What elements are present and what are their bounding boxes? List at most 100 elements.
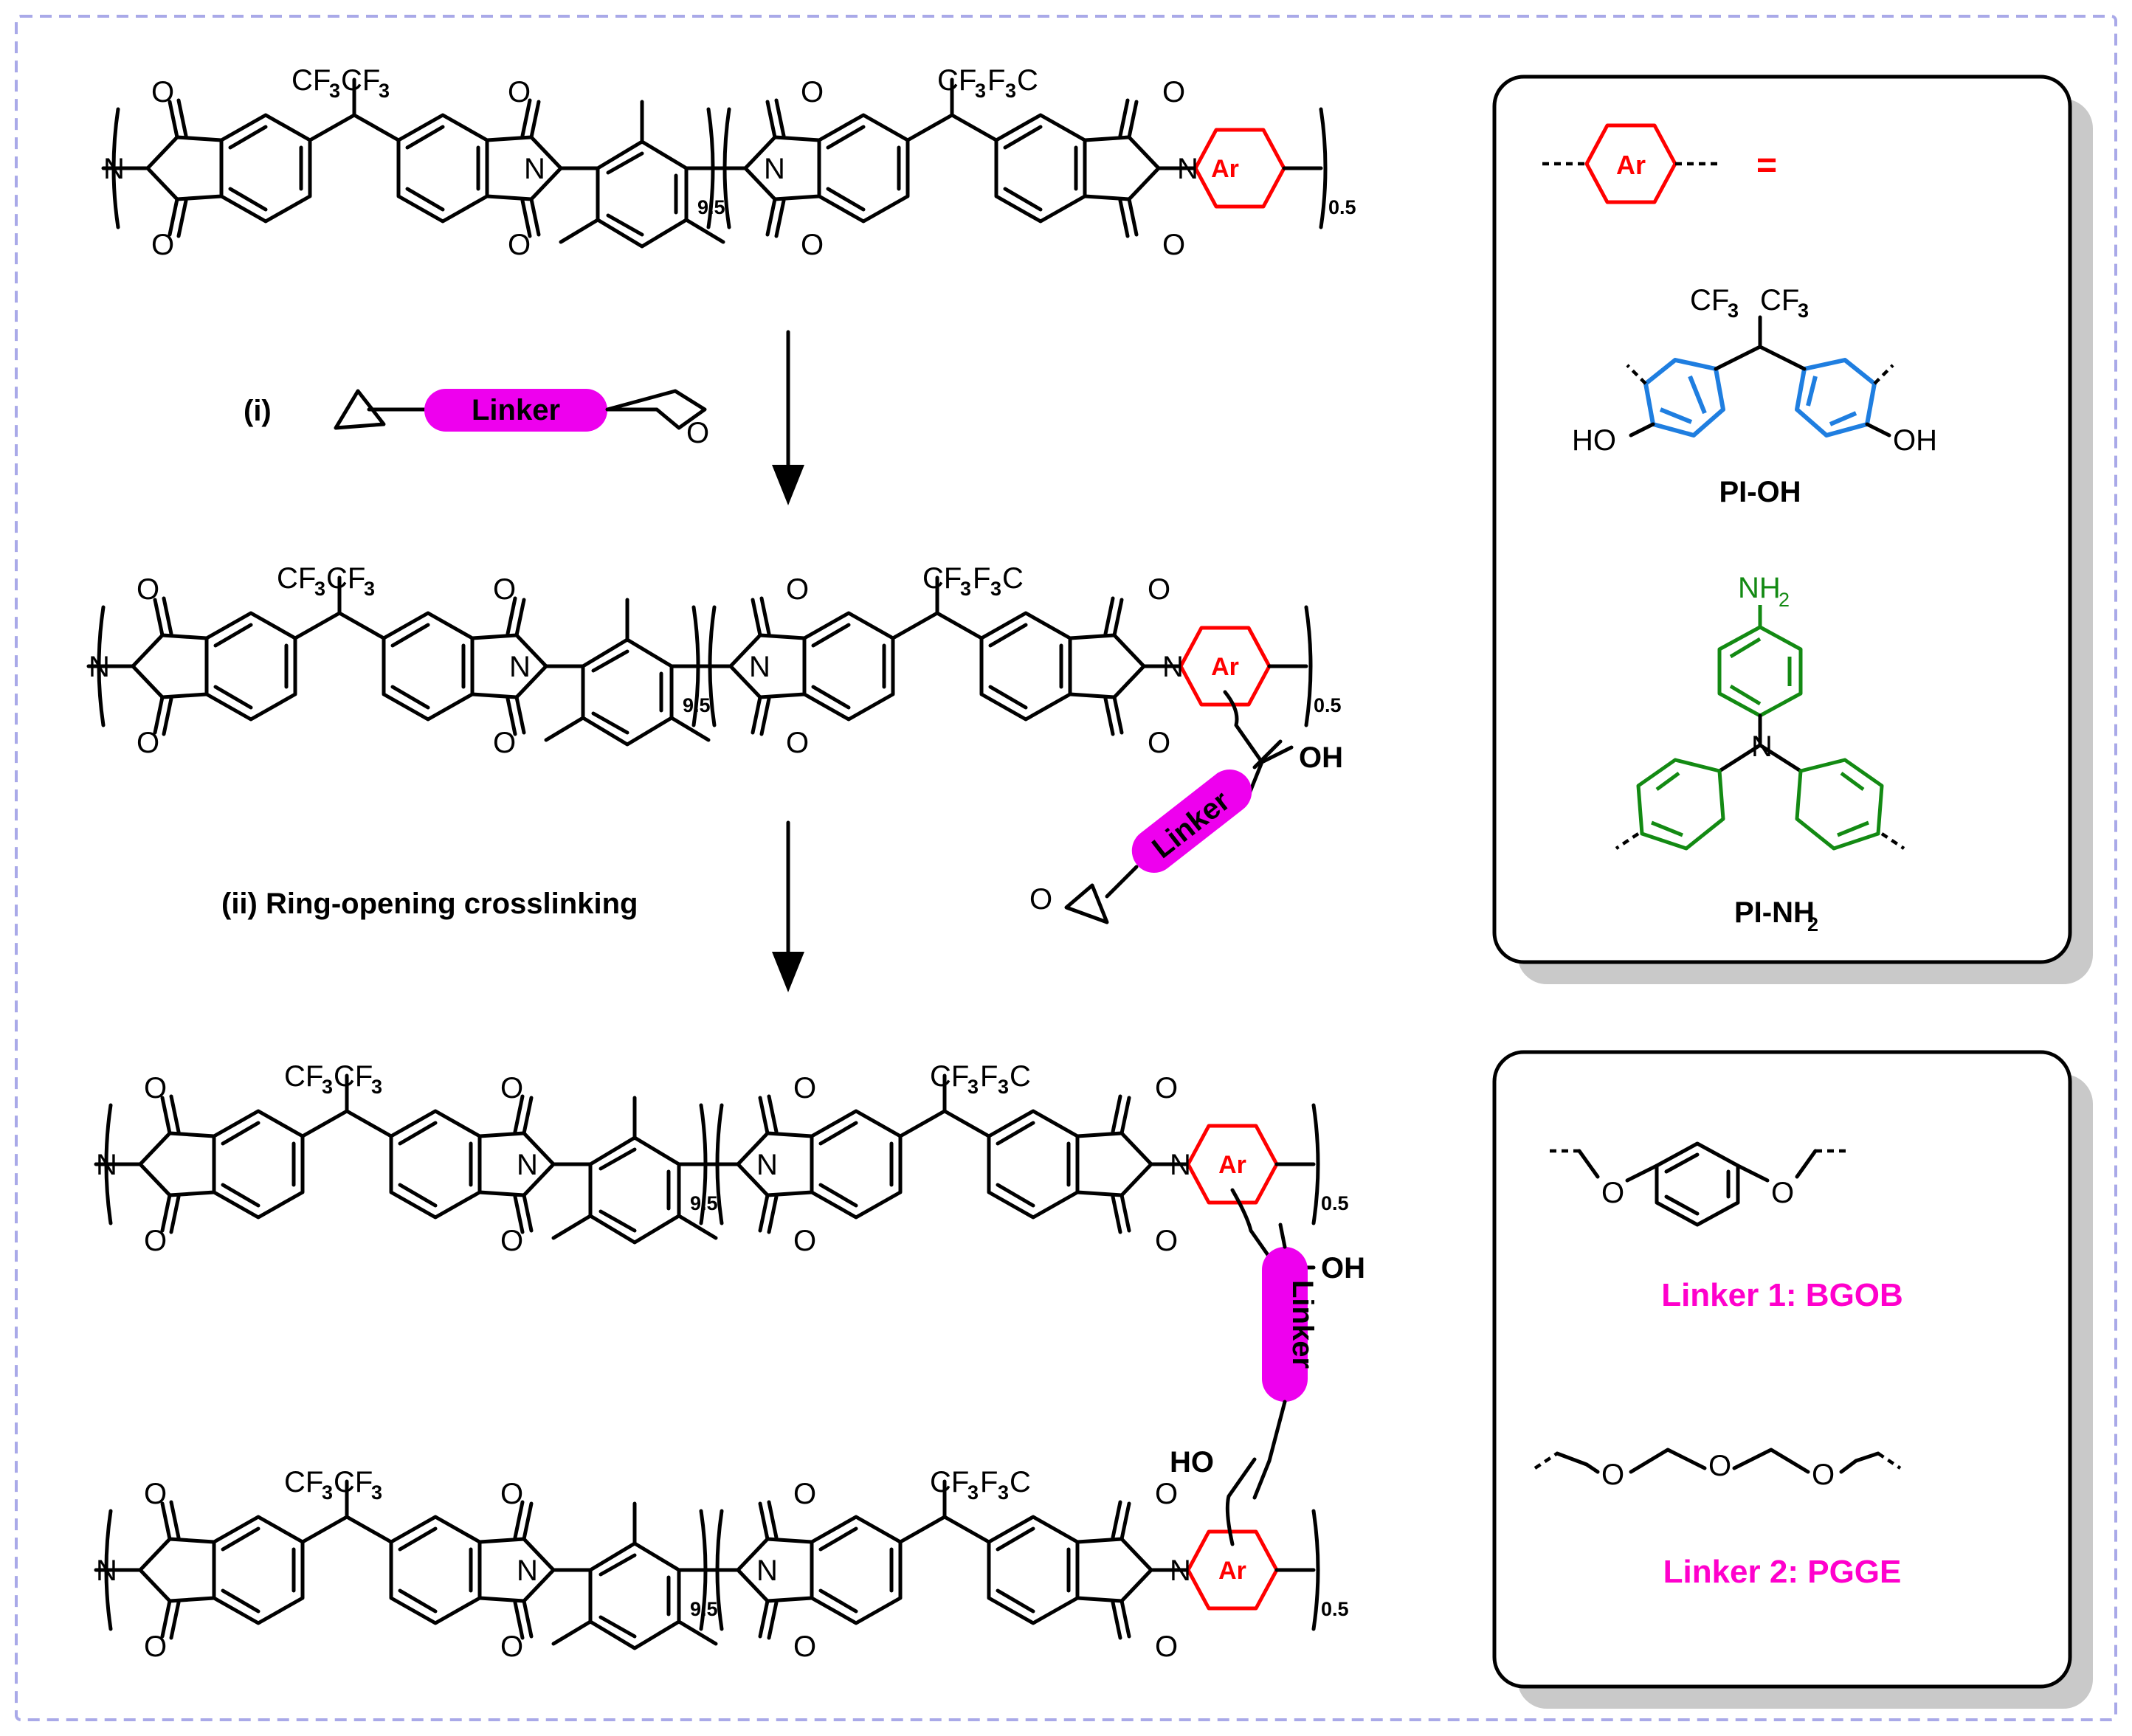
svg-text:O: O xyxy=(1155,1225,1178,1257)
svg-text:3: 3 xyxy=(379,80,390,102)
svg-text:O: O xyxy=(801,76,824,108)
arrow-step-2 xyxy=(772,820,804,992)
ar-legend-label: Ar xyxy=(1616,150,1646,180)
pi-nh2-labels: NH2 N PI-NH2 xyxy=(1734,572,1818,936)
svg-text:Ar: Ar xyxy=(1218,1557,1246,1585)
svg-text:O: O xyxy=(1155,1630,1178,1663)
svg-text:NH: NH xyxy=(1738,572,1781,604)
svg-text:N: N xyxy=(89,651,110,683)
svg-text:O: O xyxy=(1812,1459,1835,1491)
svg-text:Ar: Ar xyxy=(1218,1151,1246,1179)
svg-text:PI-NH: PI-NH xyxy=(1734,896,1815,929)
polymer-row-1 xyxy=(101,80,1328,246)
svg-text:3: 3 xyxy=(990,578,1001,600)
svg-text:0.5: 0.5 xyxy=(1321,1192,1349,1214)
linker-1-name: Linker 1: BGOB xyxy=(1661,1277,1903,1313)
svg-text:3: 3 xyxy=(998,1481,1009,1504)
svg-text:N: N xyxy=(517,1555,538,1587)
svg-text:OH: OH xyxy=(1893,424,1937,457)
svg-text:O: O xyxy=(1155,1072,1178,1104)
svg-text:CF: CF xyxy=(291,64,331,97)
pendant-linker xyxy=(1064,739,1283,924)
svg-text:3: 3 xyxy=(998,1076,1009,1098)
svg-text:O: O xyxy=(144,1225,167,1257)
svg-text:3: 3 xyxy=(1728,300,1739,322)
svg-text:O: O xyxy=(508,76,531,108)
svg-text:O: O xyxy=(1148,727,1170,759)
svg-text:0.5: 0.5 xyxy=(1321,1598,1349,1620)
svg-text:Ar: Ar xyxy=(1211,155,1239,183)
svg-text:3: 3 xyxy=(1005,80,1016,102)
polymer-row-3 xyxy=(94,1076,1320,1292)
svg-text:N: N xyxy=(756,1555,778,1587)
svg-text:HO: HO xyxy=(1170,1446,1214,1479)
svg-text:O: O xyxy=(801,229,824,261)
svg-text:CF: CF xyxy=(284,1466,323,1498)
bgob-labels: O O Linker 1: BGOB xyxy=(1601,1177,1903,1313)
svg-text:N: N xyxy=(1170,1555,1191,1587)
svg-text:O: O xyxy=(137,573,159,606)
svg-text:O: O xyxy=(793,1225,816,1257)
svg-text:O: O xyxy=(1162,229,1185,261)
svg-text:O: O xyxy=(500,1225,523,1257)
svg-text:O: O xyxy=(493,727,516,759)
svg-text:CF: CF xyxy=(1760,284,1799,317)
step-1-label: (i) xyxy=(244,395,272,427)
svg-text:N: N xyxy=(1162,651,1184,683)
svg-text:F: F xyxy=(980,1466,998,1498)
svg-text:CF: CF xyxy=(937,64,976,97)
svg-text:9.5: 9.5 xyxy=(690,1598,718,1620)
svg-text:O: O xyxy=(793,1072,816,1104)
outer-frame xyxy=(15,15,2117,1721)
svg-text:3: 3 xyxy=(1798,300,1809,322)
svg-text:C: C xyxy=(1002,562,1024,595)
svg-text:N: N xyxy=(96,1555,117,1587)
svg-text:O: O xyxy=(144,1630,167,1663)
legend-box-top xyxy=(1492,75,2093,984)
svg-text:O: O xyxy=(1148,573,1170,606)
svg-text:3: 3 xyxy=(975,80,986,102)
svg-text:3: 3 xyxy=(960,578,971,600)
svg-text:3: 3 xyxy=(329,80,340,102)
svg-text:O: O xyxy=(793,1630,816,1663)
svg-text:F: F xyxy=(980,1060,998,1093)
legend-box-bottom xyxy=(1492,1050,2093,1709)
epoxide-oxygen-reagent: O xyxy=(686,417,709,449)
svg-text:CF: CF xyxy=(922,562,962,595)
linker-pill-vertical xyxy=(1262,1247,1308,1402)
svg-text:O: O xyxy=(508,229,531,261)
svg-text:N: N xyxy=(96,1149,117,1181)
pi-oh-labels: CF3 CF3 HO OH PI-OH xyxy=(1572,284,1937,508)
svg-text:9.5: 9.5 xyxy=(697,196,725,218)
svg-text:O: O xyxy=(137,727,159,759)
svg-text:CF: CF xyxy=(930,1060,969,1093)
polymer-row-2 xyxy=(86,578,1313,801)
linker-2-name: Linker 2: PGGE xyxy=(1663,1554,1902,1590)
svg-text:CF: CF xyxy=(277,562,316,595)
svg-text:HO: HO xyxy=(1572,424,1616,457)
svg-text:3: 3 xyxy=(364,578,375,600)
svg-text:3: 3 xyxy=(322,1481,333,1504)
svg-text:C: C xyxy=(1017,64,1038,97)
svg-text:N: N xyxy=(749,651,770,683)
svg-text:O: O xyxy=(1771,1177,1794,1209)
svg-text:CF: CF xyxy=(1690,284,1729,317)
svg-text:N: N xyxy=(1177,153,1198,185)
svg-text:O: O xyxy=(493,573,516,606)
svg-text:O: O xyxy=(500,1072,523,1104)
svg-text:3: 3 xyxy=(967,1076,979,1098)
svg-text:2: 2 xyxy=(1779,589,1790,611)
svg-text:CF: CF xyxy=(334,1060,373,1093)
svg-text:OH: OH xyxy=(1321,1252,1365,1284)
svg-text:O: O xyxy=(151,76,174,108)
svg-text:3: 3 xyxy=(371,1076,382,1098)
pgge-labels: O O O Linker 2: PGGE xyxy=(1601,1450,1901,1590)
svg-text:O: O xyxy=(793,1478,816,1510)
svg-text:N: N xyxy=(103,153,125,185)
svg-text:OH: OH xyxy=(1299,741,1343,774)
svg-text:C: C xyxy=(1010,1466,1031,1498)
svg-text:O: O xyxy=(500,1478,523,1510)
